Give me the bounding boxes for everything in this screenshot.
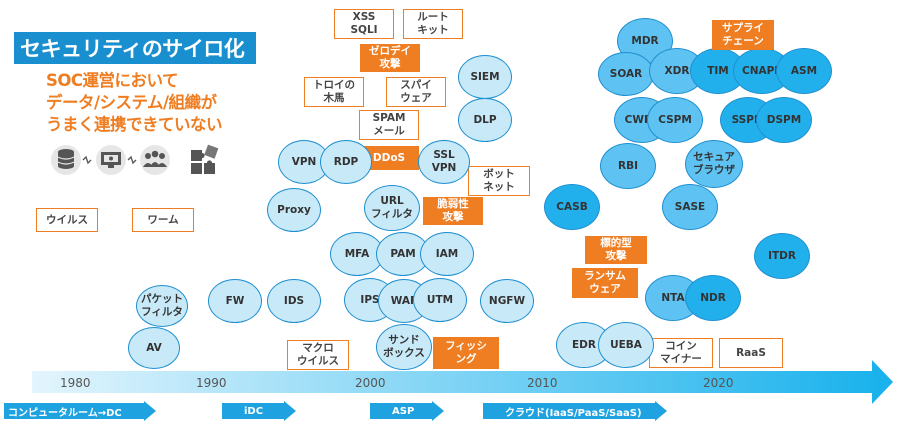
solution-ueba: UEBA bbox=[598, 322, 654, 368]
monitor-icon bbox=[96, 145, 126, 175]
threat-ransomware: ランサムウェア bbox=[572, 268, 638, 298]
subtitle-line-2: データ/システム/組織が bbox=[46, 93, 217, 112]
threat-targeted-attack: 標的型攻撃 bbox=[585, 236, 647, 264]
phase-idc: iDC bbox=[222, 401, 296, 421]
solution-secure-browser: セキュアブラウザ bbox=[685, 140, 743, 188]
solution-proxy: Proxy bbox=[267, 188, 321, 232]
solution-rdp: RDP bbox=[320, 140, 372, 184]
subtitle: SOC運営において データ/システム/組織が うまく連携できていない bbox=[46, 70, 256, 136]
threat-spyware: スパイウェア bbox=[386, 77, 446, 107]
page-title: セキュリティのサイロ化 bbox=[14, 32, 256, 64]
solution-mfa: MFA bbox=[330, 232, 384, 276]
solution-itdr: ITDR bbox=[754, 233, 810, 279]
phase-cloud: クラウド(IaaS/PaaS/SaaS) bbox=[483, 401, 667, 421]
threat-virus: ウイルス bbox=[36, 208, 98, 232]
year-1990: 1990 bbox=[196, 376, 227, 390]
silo-icons-group bbox=[51, 144, 219, 175]
database-icon bbox=[51, 145, 81, 175]
year-1980: 1980 bbox=[60, 376, 91, 390]
threat-macro-virus: マクロウイルス bbox=[287, 340, 349, 370]
solution-cspm: CSPM bbox=[647, 97, 703, 143]
threat-botnet: ボットネット bbox=[468, 166, 530, 196]
solution-sandbox: サンドボックス bbox=[376, 324, 432, 370]
threat-worm: ワーム bbox=[132, 208, 194, 232]
threat-trojan: トロイの木馬 bbox=[304, 77, 364, 107]
threat-vulnerability: 脆弱性攻撃 bbox=[423, 197, 483, 225]
puzzle-icon bbox=[191, 144, 219, 174]
solution-rbi: RBI bbox=[600, 143, 656, 189]
solution-av: AV bbox=[128, 327, 180, 369]
solution-ngfw: NGFW bbox=[480, 279, 534, 323]
solution-asm: ASM bbox=[776, 48, 832, 94]
solution-iam: IAM bbox=[420, 232, 474, 276]
year-2000: 2000 bbox=[355, 376, 386, 390]
solution-dspm: DSPM bbox=[756, 97, 812, 143]
year-2010: 2010 bbox=[527, 376, 558, 390]
solution-ids: IDS bbox=[267, 279, 321, 323]
people-group-icon bbox=[140, 145, 170, 175]
threat-rootkit: ルートキット bbox=[403, 9, 463, 39]
solution-casb: CASB bbox=[544, 184, 600, 230]
threat-zeroday: ゼロデイ攻撃 bbox=[360, 44, 420, 72]
solution-ndr: NDR bbox=[685, 275, 741, 321]
solution-packet-filter: パケットフィルタ bbox=[136, 285, 188, 327]
year-2020: 2020 bbox=[703, 376, 734, 390]
threat-supply-chain: サプライチェーン bbox=[712, 20, 774, 50]
broken-link-icon-2 bbox=[127, 155, 137, 165]
phase-asp: ASP bbox=[370, 401, 444, 421]
solution-sase: SASE bbox=[662, 184, 718, 230]
subtitle-line-3: うまく連携できていない bbox=[46, 115, 223, 134]
phase-computer-room: コンピュータルーム→DC bbox=[4, 401, 156, 421]
solution-fw: FW bbox=[208, 279, 262, 323]
solution-utm: UTM bbox=[413, 278, 467, 322]
solution-dlp: DLP bbox=[458, 98, 512, 142]
threat-raas: RaaS bbox=[719, 338, 783, 368]
subtitle-line-1: SOC運営において bbox=[46, 71, 179, 90]
solution-soar: SOAR bbox=[598, 52, 654, 96]
threat-phishing: フィッシング bbox=[433, 337, 499, 369]
solution-siem: SIEM bbox=[458, 55, 512, 99]
broken-link-icon-1 bbox=[82, 155, 92, 165]
threat-coin-miner: コインマイナー bbox=[649, 338, 713, 368]
